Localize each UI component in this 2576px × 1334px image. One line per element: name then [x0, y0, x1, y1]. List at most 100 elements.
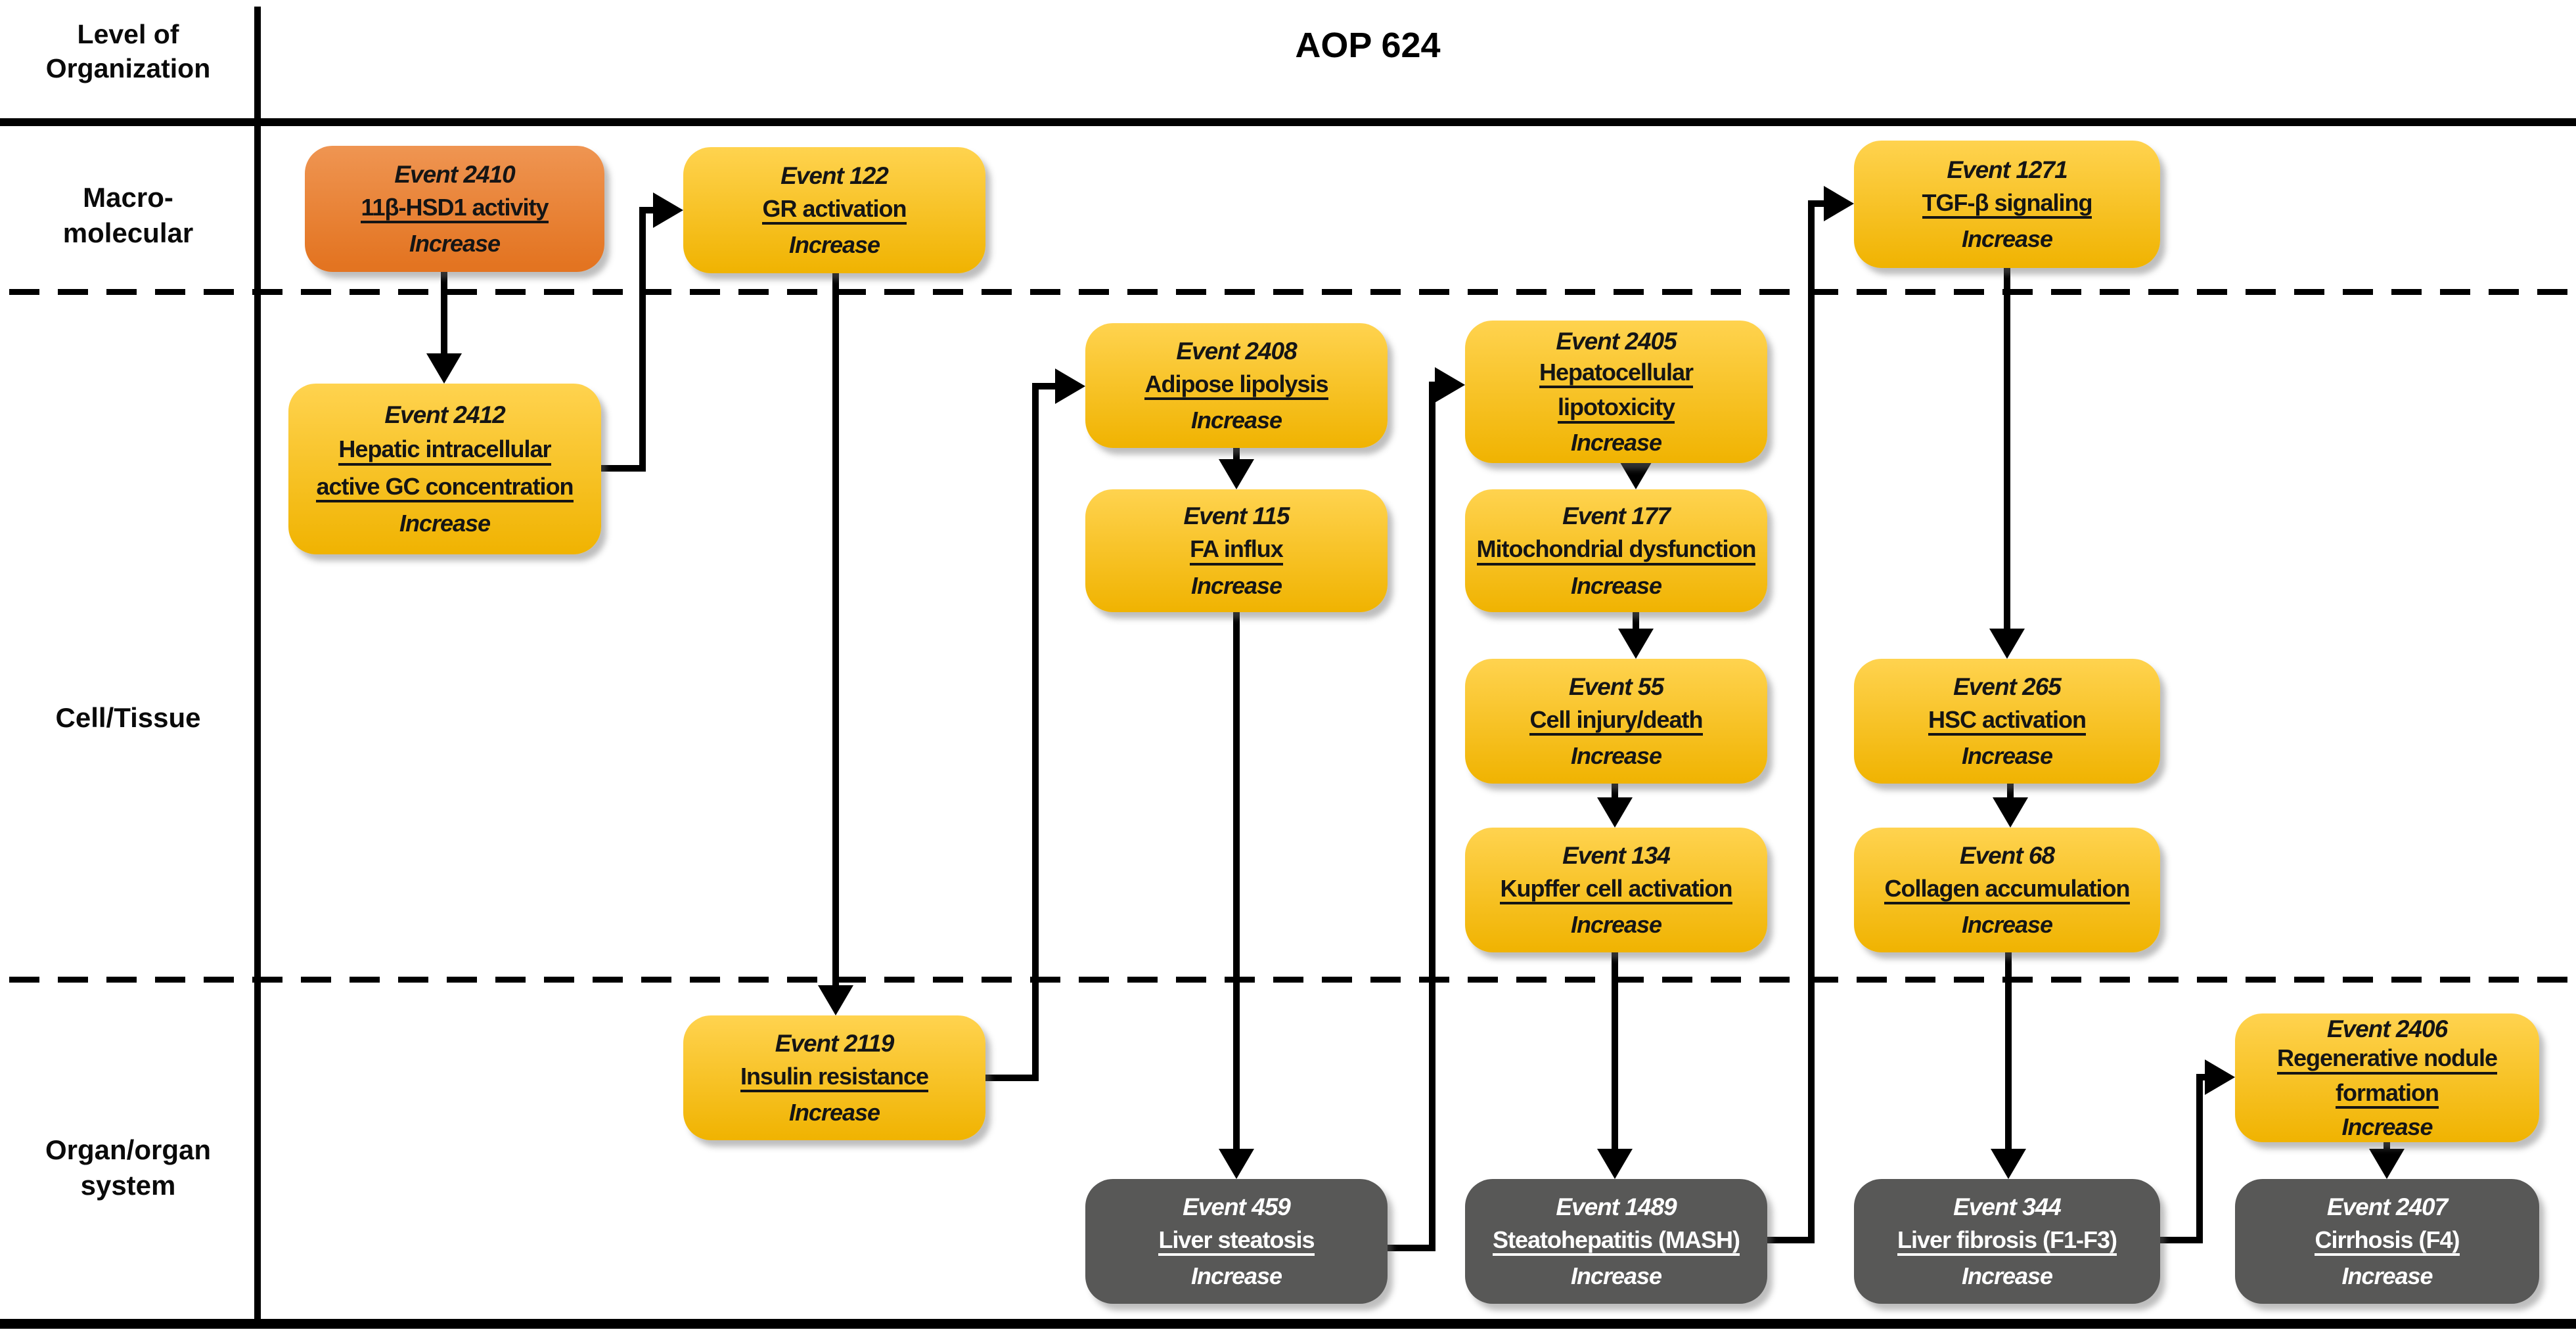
edge-line-2410-2412	[441, 267, 447, 363]
event-name-line: Steatohepatitis (MASH)	[1492, 1224, 1740, 1260]
event-name-line: Mitochondrial dysfunction	[1476, 533, 1756, 569]
event-name-line: Cirrhosis (F4)	[2315, 1224, 2460, 1260]
edge-line-115-459	[1233, 609, 1240, 1159]
arrowhead-177-55	[1618, 629, 1654, 659]
lane-label-macro-molecular: Macro- molecular	[62, 182, 194, 248]
event-name-line: Kupffer cell activation	[1500, 872, 1733, 908]
event-qualifier: Increase	[1570, 742, 1662, 770]
event-name-line: Collagen accumulation	[1884, 872, 2131, 908]
event-name-line: HSC activation	[1928, 703, 2087, 740]
event-name-text: TGF-β signaling	[1922, 189, 2092, 219]
event-id: Event 1489	[1556, 1193, 1677, 1220]
arrowhead-344-2406	[2205, 1059, 2235, 1095]
edge-line-68-344	[2005, 949, 2012, 1159]
event-id: Event 55	[1568, 673, 1664, 700]
edge-line-55-134	[1612, 780, 1618, 807]
event-name-line: Liver fibrosis (F1-F3)	[1897, 1224, 2117, 1260]
event-qualifier: Increase	[399, 510, 491, 537]
arrowhead-68-344	[1991, 1149, 2026, 1179]
event-id: Event 2406	[2326, 1015, 2448, 1042]
event-name-line: Hepatocellular	[1539, 357, 1694, 392]
dashed-divider-macro-cell	[9, 289, 2576, 295]
edge-line-1489-1271	[1808, 200, 1815, 1243]
event-qualifier: Increase	[1961, 742, 2053, 770]
event-qualifier: Increase	[409, 230, 501, 257]
level-of-organization-label: Level of Organization	[45, 19, 211, 84]
event-qualifier: Increase	[1570, 571, 1662, 599]
arrowhead-1271-265	[1989, 629, 2025, 659]
event-name-text: Regenerative nodule	[2276, 1044, 2498, 1075]
event-id: Event 2412	[384, 401, 505, 428]
event-qualifier: Increase	[2341, 1262, 2433, 1290]
event-name-line: TGF-β signaling	[1922, 187, 2092, 223]
arrowhead-2410-2412	[426, 353, 462, 384]
arrowhead-2406-2407	[2369, 1149, 2405, 1179]
edge-line-1271-265	[2004, 265, 2010, 638]
edge-line-2119-2408	[982, 1075, 1039, 1081]
event-qualifier: Increase	[1190, 571, 1282, 599]
dashed-divider-cell-organ	[9, 977, 2576, 983]
event-name-line: lipotoxicity	[1557, 392, 1675, 427]
event-name-text: Steatohepatitis (MASH)	[1492, 1226, 1740, 1256]
lane-label-cell-tissue: Cell/Tissue	[55, 702, 201, 733]
edge-line-2119-2408	[1032, 383, 1039, 1081]
diagram-title: AOP 624	[1295, 26, 1441, 65]
edge-line-2412-122	[598, 465, 646, 472]
edge-line-2119-2408	[1032, 383, 1065, 389]
event-name-text: Liver steatosis	[1158, 1226, 1315, 1256]
event-id: Event 68	[1959, 841, 2055, 869]
event-name-text: Hepatocellular	[1539, 359, 1694, 389]
event-id: Event 459	[1183, 1193, 1291, 1220]
arrowhead-2119-2408	[1055, 368, 1085, 404]
edge-line-1489-1271	[1764, 1237, 1815, 1243]
event-name-text: Adipose lipolysis	[1144, 370, 1329, 401]
event-qualifier: Increase	[1570, 428, 1662, 456]
arrowhead-134-1489	[1597, 1149, 1633, 1179]
edge-line-2412-122	[639, 207, 646, 472]
bottom-border-line	[0, 1319, 2576, 1329]
edge-line-2412-122	[639, 207, 663, 213]
event-name-line: Hepatic intracellular	[338, 432, 552, 469]
event-name-text: Collagen accumulation	[1884, 875, 2131, 905]
event-id: Event 2408	[1176, 337, 1297, 365]
event-name-text: Cell injury/death	[1529, 706, 1704, 736]
edge-line-459-2405	[1429, 382, 1435, 1251]
event-name-text: FA influx	[1190, 535, 1284, 566]
event-name-text: Mitochondrial dysfunction	[1476, 535, 1756, 566]
event-name-text: GR activation	[762, 195, 907, 225]
event-name-text: Kupffer cell activation	[1500, 875, 1733, 905]
event-qualifier: Increase	[1961, 911, 2053, 939]
edge-line-177-55	[1633, 609, 1639, 638]
event-qualifier: Increase	[1961, 1262, 2053, 1290]
event-id: Event 115	[1183, 502, 1290, 530]
event-name-line: FA influx	[1190, 533, 1284, 569]
edge-line-344-2406	[2157, 1237, 2203, 1243]
event-name-text: Insulin resistance	[740, 1063, 929, 1093]
arrowhead-55-134	[1597, 797, 1633, 828]
event-name-line: Cell injury/death	[1529, 703, 1704, 740]
event-id: Event 265	[1953, 673, 2062, 700]
event-qualifier: Increase	[1961, 225, 2053, 253]
event-name-text: HSC activation	[1928, 706, 2087, 736]
edge-line-265-68	[2007, 780, 2014, 807]
event-id: Event 344	[1953, 1193, 2062, 1220]
event-name-line: active GC concentration	[316, 470, 574, 506]
event-qualifier: Increase	[2341, 1113, 2433, 1140]
lane-label-organ-system: Organ/organ system	[45, 1134, 212, 1201]
event-id: Event 2407	[2326, 1193, 2448, 1220]
event-name-text: Hepatic intracellular	[338, 435, 552, 466]
event-qualifier: Increase	[788, 231, 880, 259]
event-id: Event 1271	[1947, 156, 2068, 183]
